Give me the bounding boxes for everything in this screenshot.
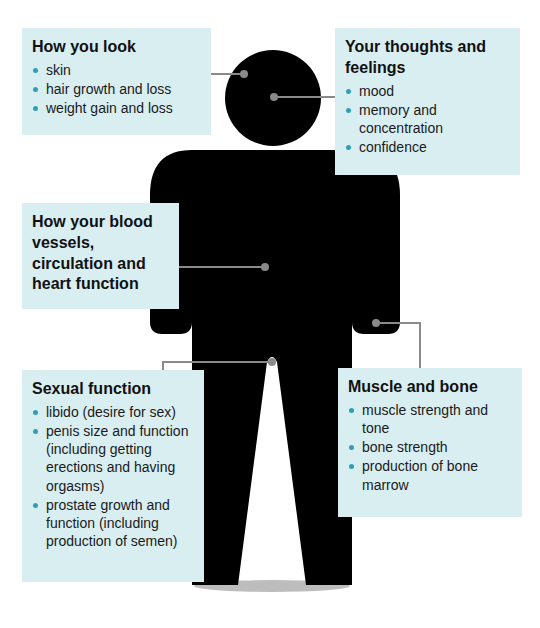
bullet-dot [346, 89, 351, 94]
bullet-dot [349, 408, 354, 413]
box-heading: How you look [32, 37, 201, 58]
bullet-dot [33, 106, 38, 111]
leader-line [211, 73, 244, 75]
leader-line [274, 96, 335, 98]
leader-dot [372, 319, 380, 327]
sexual-function-box: Sexual function libido (desire for sex) pe… [22, 370, 204, 582]
bullet-dot [346, 145, 351, 150]
muscle-bone-box: Muscle and bone muscle strength and tone b… [338, 368, 522, 517]
leader-dot [268, 358, 276, 366]
bullet-item: memory and concentration [345, 101, 510, 137]
leader-dot [240, 70, 248, 78]
appearance-box: How you look skin hair growth and loss weig… [22, 28, 211, 135]
box-heading: Your thoughts and feelings [345, 37, 510, 79]
bullet-text: hair growth and loss [46, 81, 171, 97]
bullet-dot [33, 410, 38, 415]
bullet-dot [33, 68, 38, 73]
box-heading: Muscle and bone [348, 377, 512, 398]
box-heading: How your blood vessels, circulation and … [32, 212, 169, 295]
bullet-text: weight gain and loss [46, 100, 173, 116]
bullet-text: confidence [359, 139, 427, 155]
bullet-item: hair growth and loss [32, 80, 201, 98]
bullet-dot [33, 503, 38, 508]
circulation-box: How your blood vessels, circulation and … [22, 203, 179, 309]
box-heading: Sexual function [32, 379, 194, 400]
bullet-item: skin [32, 61, 201, 79]
bullet-text: prostate growth and function (including … [46, 497, 178, 549]
bullet-item: confidence [345, 138, 510, 156]
leader-dot [261, 263, 269, 271]
bullet-item: libido (desire for sex) [32, 403, 194, 421]
bullet-text: penis size and function (including getti… [46, 423, 188, 494]
bullet-item: production of bone marrow [348, 457, 512, 493]
bullet-item: muscle strength and tone [348, 401, 512, 437]
bullet-text: production of bone marrow [362, 458, 478, 492]
bullet-item: penis size and function (including getti… [32, 422, 194, 495]
bullet-dot [349, 464, 354, 469]
bullet-text: skin [46, 62, 71, 78]
bullet-item: weight gain and loss [32, 99, 201, 117]
leader-dot [270, 93, 278, 101]
bullet-text: bone strength [362, 439, 448, 455]
bullet-text: memory and concentration [359, 102, 443, 136]
bullet-dot [33, 429, 38, 434]
bullet-text: mood [359, 83, 394, 99]
bullet-dot [349, 445, 354, 450]
leader-line [376, 323, 420, 368]
leader-line [178, 266, 265, 268]
bullet-dot [346, 108, 351, 113]
bullet-dot [33, 87, 38, 92]
bullet-item: prostate growth and function (including … [32, 496, 194, 551]
mind-box: Your thoughts and feelings mood memory and… [335, 28, 520, 175]
bullet-text: libido (desire for sex) [46, 404, 176, 420]
bullet-text: muscle strength and tone [362, 402, 488, 436]
bullet-item: bone strength [348, 438, 512, 456]
bullet-item: mood [345, 82, 510, 100]
